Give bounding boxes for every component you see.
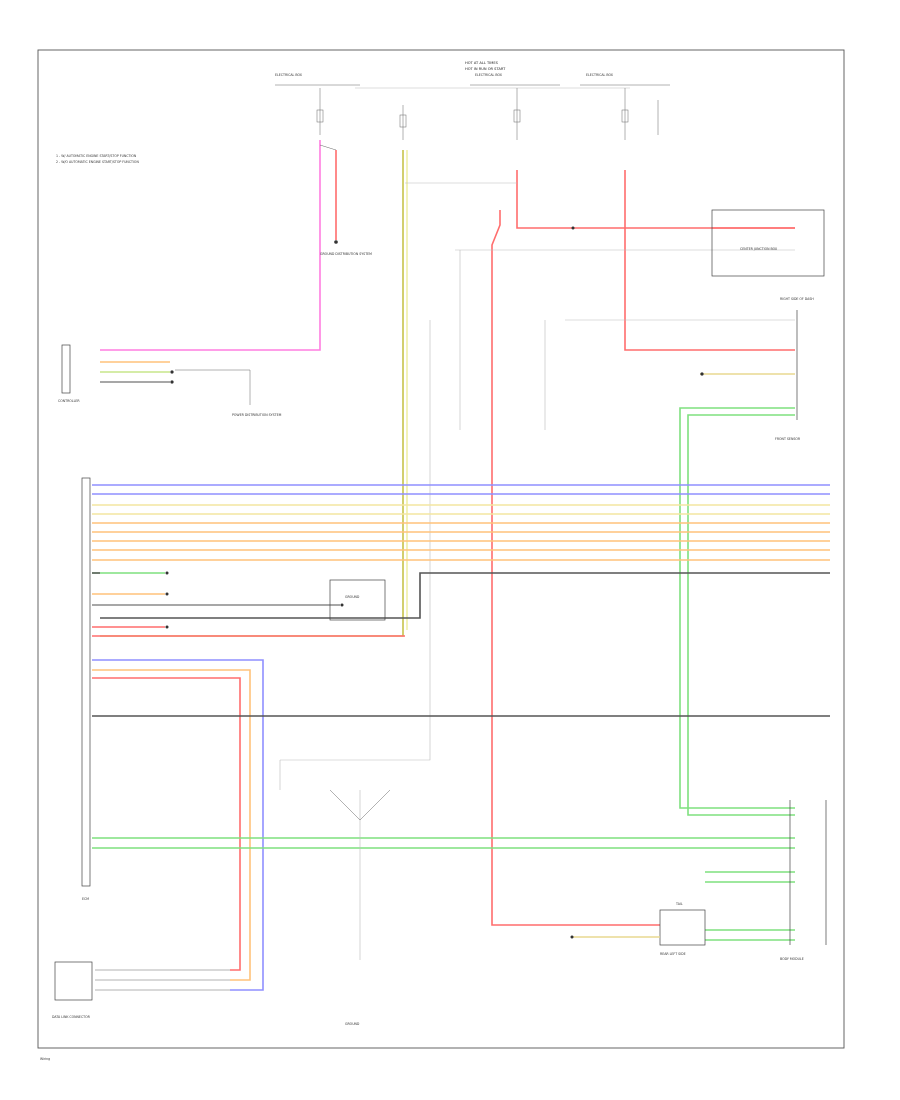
fuse-group: [316, 88, 659, 140]
front-sensor-label: FRONT SENSOR: [775, 437, 801, 441]
c-junction-label: CENTER JUNCTION BOX: [740, 247, 778, 251]
ecm-box: [81, 477, 91, 887]
ground-dist-label: GROUND DISTRIBUTION SYSTEM: [320, 252, 372, 256]
legend-1: 1 - W/ AUTOMATIC ENGINE START/STOP FUNCT…: [56, 154, 137, 158]
wire-red-right: [624, 170, 795, 351]
ecm-label: ECM: [82, 897, 89, 901]
body-module-label: BODY MODULE: [780, 957, 804, 961]
top-label-b: HOT IN RUN OR START: [465, 67, 506, 71]
controller-box: [61, 344, 71, 394]
wire-green-1: [679, 407, 795, 809]
fuse-box-1: ELECTRICAL BOX: [275, 73, 303, 77]
rear-left-label: REAR LEFT SIDE: [660, 952, 686, 956]
harness-bus: [92, 484, 830, 637]
legend-2: 2 - W/O AUTOMATIC ENGINE START/STOP FUNC…: [56, 160, 139, 164]
ground-1-label: GROUND: [345, 595, 360, 599]
footer-label: Wiring: [40, 1057, 50, 1061]
diagram-frame: [37, 49, 845, 1049]
top-label-a: HOT AT ALL TIMES: [465, 61, 499, 65]
tail-label: TAIL: [675, 902, 683, 906]
ground-2-label: GROUND: [345, 1022, 360, 1026]
wire-green-2: [687, 414, 795, 816]
data-link-label: DATA LINK CONNECTOR: [52, 1015, 91, 1019]
right-dash-label: RIGHT SIDE OF DASH: [780, 297, 814, 301]
wire-yellow: [100, 150, 404, 637]
data-link-box: [54, 961, 93, 1001]
wire-red-main: [491, 210, 660, 926]
wire-pink: [100, 140, 321, 351]
fuse-box-3: ELECTRICAL BOX: [586, 73, 614, 77]
power-dist-label: POWER DISTRIBUTION SYSTEM: [232, 413, 282, 417]
controller-label: CONTROLLER: [58, 399, 80, 403]
wire-red-top: [516, 170, 795, 229]
right-module-top: [711, 209, 825, 277]
fuse-box-2: ELECTRICAL BOX: [475, 73, 503, 77]
